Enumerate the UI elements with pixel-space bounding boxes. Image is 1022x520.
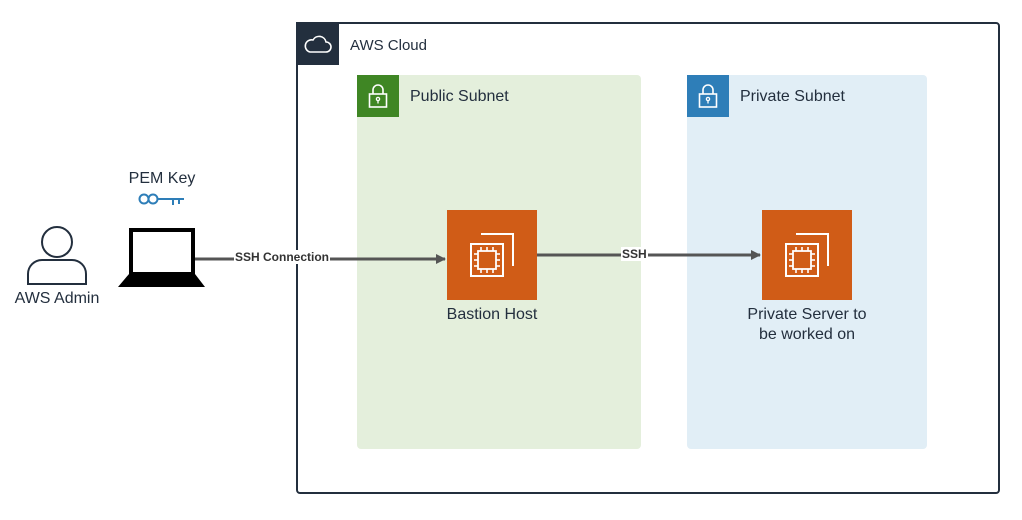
ec2-instance-icon bbox=[785, 233, 829, 277]
bastion-host-node[interactable] bbox=[447, 210, 537, 300]
pem-key-label: PEM Key bbox=[128, 170, 196, 187]
private-subnet-title: Private Subnet bbox=[740, 88, 845, 105]
private-server-node[interactable] bbox=[762, 210, 852, 300]
aws-cloud-badge bbox=[296, 22, 339, 65]
lock-icon bbox=[368, 84, 388, 108]
private-server-label-line2: be worked on bbox=[758, 326, 856, 343]
private-server-label: Private Server to be worked on bbox=[722, 305, 892, 345]
bastion-host-label: Bastion Host bbox=[446, 306, 538, 323]
ssh-label: SSH bbox=[621, 247, 648, 261]
laptop-icon[interactable] bbox=[118, 228, 205, 287]
key-icon bbox=[138, 193, 184, 205]
public-subnet-title: Public Subnet bbox=[410, 88, 509, 105]
user-icon[interactable] bbox=[27, 226, 87, 285]
lock-icon bbox=[698, 84, 718, 108]
aws-admin-label: AWS Admin bbox=[14, 290, 100, 307]
aws-cloud-title: AWS Cloud bbox=[350, 37, 427, 54]
cloud-icon bbox=[304, 35, 332, 53]
public-subnet-badge bbox=[357, 75, 399, 117]
private-subnet-badge bbox=[687, 75, 729, 117]
ssh-connection-label: SSH Connection bbox=[234, 250, 331, 264]
private-server-label-line1: Private Server to bbox=[747, 306, 867, 323]
ec2-instance-icon bbox=[470, 233, 514, 277]
